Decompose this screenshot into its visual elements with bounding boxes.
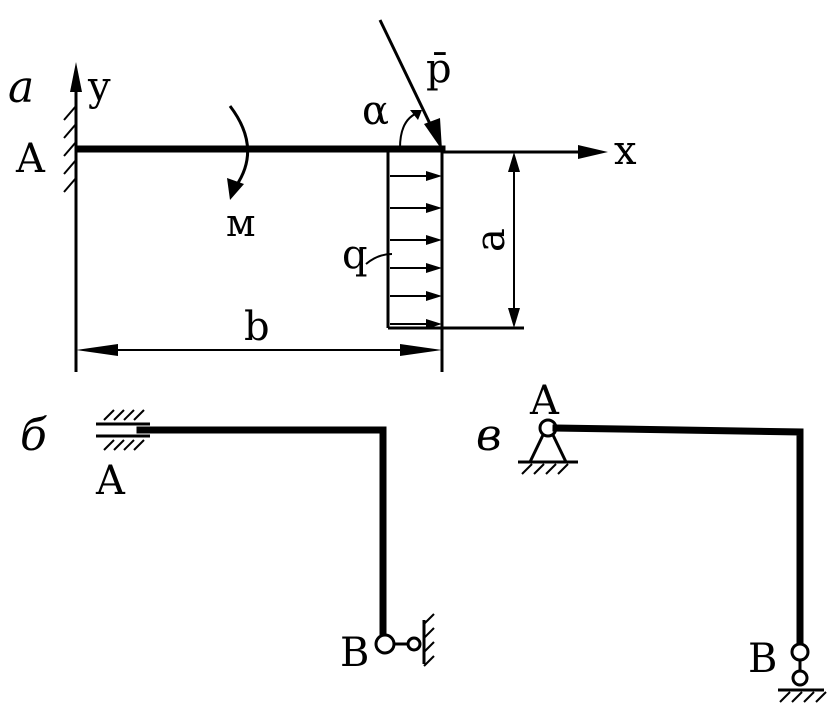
- point-b-label-v: B: [748, 636, 777, 682]
- fixed-support-hatching: [63, 105, 77, 193]
- y-axis-arrowhead: [70, 62, 82, 92]
- force-p-arrowhead: [424, 118, 442, 150]
- panel-v-label: в: [476, 410, 502, 461]
- panel-b-label: б: [20, 410, 47, 461]
- x-axis-arrowhead: [578, 145, 608, 159]
- point-a-label-b: A: [95, 458, 126, 504]
- point-a-label: A: [15, 136, 46, 182]
- load-leader-line: [365, 253, 393, 265]
- dimension-b-label: b: [244, 304, 270, 350]
- frame-b: [136, 426, 387, 636]
- distributed-load: q: [342, 150, 524, 372]
- panel-v: в A B: [476, 378, 827, 703]
- panel-b: б A B: [20, 409, 435, 676]
- dimension-a-label: a: [468, 228, 514, 252]
- point-b-label-b: B: [340, 630, 369, 676]
- load-arrows: [390, 171, 442, 329]
- rod-support-b: [374, 613, 435, 667]
- point-a-label-v: A: [529, 378, 560, 424]
- moment-arc: [228, 105, 250, 187]
- panel-a: а y A x p̄ α м: [8, 19, 637, 372]
- roller-support-b: [778, 642, 827, 703]
- angle-alpha-label: α: [362, 88, 389, 134]
- moment-label: м: [226, 201, 256, 245]
- hinge-b: [374, 633, 396, 655]
- sliding-clamp-support: [96, 409, 150, 451]
- force-p-label: p̄: [426, 46, 452, 92]
- frame-v: [552, 424, 804, 644]
- hinge-b-v: [790, 642, 810, 662]
- angle-arc-arrowhead: [410, 110, 422, 120]
- x-axis-label: x: [614, 128, 637, 174]
- y-axis-label: y: [87, 64, 111, 110]
- dimension-a: a: [446, 151, 526, 328]
- dimension-b: b: [76, 304, 442, 356]
- panel-a-label: а: [8, 62, 34, 113]
- load-q-label: q: [342, 232, 368, 278]
- force-p-line: [378, 19, 434, 129]
- moment-arrowhead: [227, 178, 244, 200]
